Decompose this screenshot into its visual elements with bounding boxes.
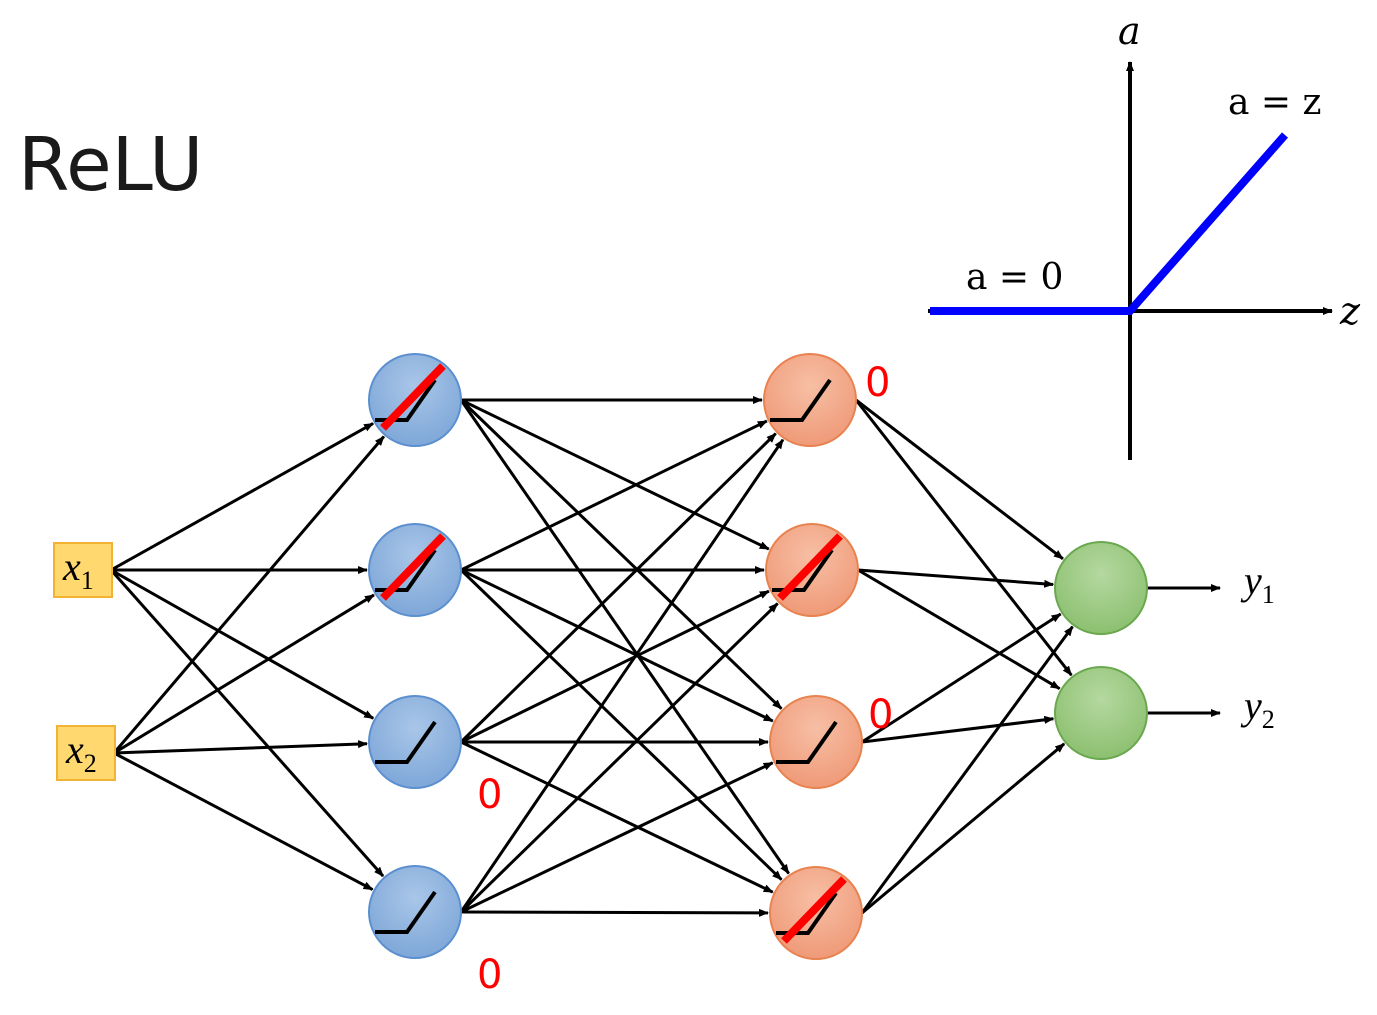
edge-l1n4-l2n3 xyxy=(460,761,774,914)
output-sub-1: 1 xyxy=(1262,580,1275,609)
edge-l1n2-l2n3 xyxy=(460,568,774,723)
layer1-neuron-2-inactive-mark xyxy=(380,533,446,601)
layer1-neuron-4 xyxy=(368,865,462,959)
input-node-2 xyxy=(56,725,116,781)
output-var-1: y xyxy=(1240,558,1262,603)
layer2-neuron-3-relu-glyph xyxy=(776,720,838,764)
layer2-neuron-1 xyxy=(763,353,857,447)
edge-input2-l1n4 xyxy=(113,751,374,891)
input-var-2: x xyxy=(65,727,84,772)
input-sub-2: 2 xyxy=(84,749,97,778)
relu-graph: a z a = z a = 0 xyxy=(928,9,1361,460)
edge-input1-l1n1 xyxy=(110,422,374,572)
input-label-1: x1 xyxy=(62,544,94,595)
edge-l1n1-l2n4 xyxy=(459,399,790,875)
x-axis-label: z xyxy=(1339,289,1361,333)
edge-l2n4-out1 xyxy=(860,625,1074,914)
edge-l1n3-l2n1 xyxy=(459,432,777,744)
neurons xyxy=(53,353,1148,960)
edge-l1n3-l2n2 xyxy=(460,589,770,744)
edge-l1n2-l2n1 xyxy=(460,419,768,572)
edge-input1-l1n4 xyxy=(109,569,385,878)
relu-curve xyxy=(930,132,1289,315)
edge-l1n1-l2n3 xyxy=(459,398,783,710)
edge-input2-l1n2 xyxy=(113,593,375,755)
y-axis-label: a xyxy=(1118,9,1141,53)
output-neuron-2 xyxy=(1054,666,1148,760)
edge-l1n1-l2n2 xyxy=(460,398,770,551)
layer2-neuron-1-zero-output: 0 xyxy=(865,360,890,406)
layer2-neuron-3-zero-output: 0 xyxy=(868,692,893,738)
edge-l2n1-out1 xyxy=(855,398,1064,560)
layer2-neuron-4-inactive-mark xyxy=(781,876,847,944)
layer2-neuron-3 xyxy=(769,695,863,789)
layer1-neuron-3-relu-glyph xyxy=(375,720,437,764)
edge-l2n3-out2 xyxy=(861,715,1055,744)
positive-region-equation: a = z xyxy=(1228,82,1321,123)
edge-input2-l1n1 xyxy=(112,435,385,754)
edge-l2n4-out2 xyxy=(861,742,1066,915)
edge-l2n2-out1 xyxy=(857,568,1055,588)
input-node-1 xyxy=(53,542,113,598)
layer2-neuron-1-relu-glyph xyxy=(770,378,832,422)
edge-l1n2-l2n4 xyxy=(459,568,783,881)
layer2-neuron-2-inactive-mark xyxy=(777,533,843,601)
edge-l1n3-l2n4 xyxy=(460,740,774,894)
edge-l2n3-out1 xyxy=(861,612,1062,744)
layer1-neuron-3-zero-output: 0 xyxy=(477,772,502,818)
negative-region-equation: a = 0 xyxy=(966,257,1063,298)
layer1-neuron-4-zero-output: 0 xyxy=(477,952,502,998)
connections xyxy=(109,396,1221,917)
layer1-neuron-1-inactive-mark xyxy=(380,363,446,431)
output-label-1: y1 xyxy=(1240,558,1275,609)
layer1-neuron-4-relu-glyph xyxy=(375,890,437,934)
output-label-2: y2 xyxy=(1240,683,1275,734)
output-sub-2: 2 xyxy=(1262,705,1275,734)
edge-l1n4-l2n1 xyxy=(459,438,785,913)
input-var-1: x xyxy=(62,544,81,589)
edge-l2n2-out2 xyxy=(857,568,1061,690)
layer1-neuron-3 xyxy=(368,695,462,789)
output-var-2: y xyxy=(1240,683,1262,728)
edge-input2-l1n3 xyxy=(113,740,369,755)
edge-l1n4-l2n2 xyxy=(459,602,779,914)
edge-l1n4-l2n4 xyxy=(460,908,770,917)
input-sub-1: 1 xyxy=(81,566,94,595)
input-label-2: x2 xyxy=(65,727,97,778)
page-title: ReLU xyxy=(18,122,203,208)
output-neuron-1 xyxy=(1054,541,1148,635)
edge-input1-l1n3 xyxy=(110,568,375,720)
